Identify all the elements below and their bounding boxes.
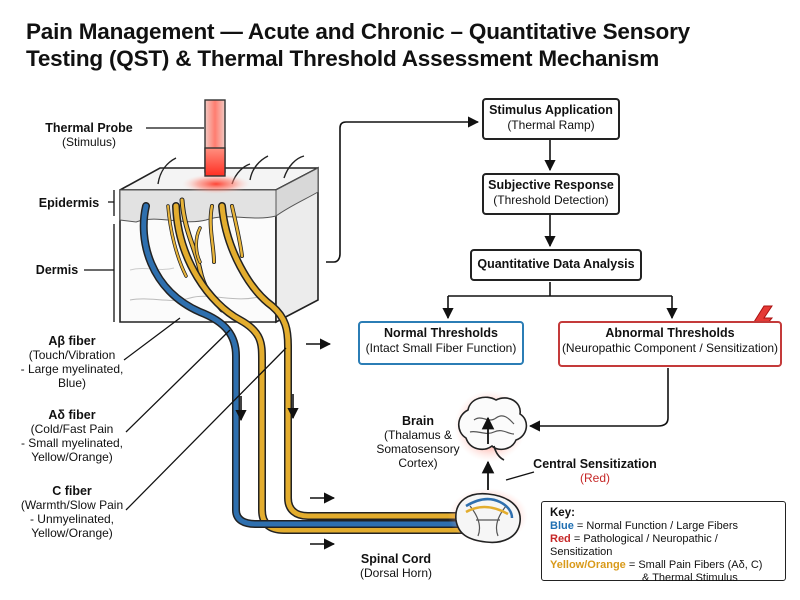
response-sub: (Threshold Detection) [493,193,609,207]
thermal-probe-sub: (Stimulus) [61,135,116,149]
key-yellow-text: = Small Pain Fibers (Aδ, C) [625,559,763,571]
connector-analysis-split [448,282,672,297]
subjective-response-box: Subjective Response (Threshold Detection… [482,173,620,215]
adelta-desc-3: Yellow/Orange) [31,450,113,464]
central-sensitization-label: Central Sensitization (Red) [520,457,670,485]
connector-abnormal-brain [528,368,669,432]
spinal-cord-title: Spinal Cord [360,552,432,566]
adelta-desc-1: (Cold/Fast Pain [30,422,114,436]
c-fiber-label: C fiber (Warmth/Slow Pain - Unmyelinated… [12,484,132,540]
brain-title: Brain [402,414,434,428]
abnormal-thresholds-box: Abnormal Thresholds (Neuropathic Compone… [558,321,782,367]
dermis-title: Dermis [35,263,79,277]
spinal-cord-icon [448,488,528,544]
response-title: Subjective Response [488,178,614,192]
key-yellow-word: Yellow/Orange [550,559,626,571]
thermal-probe-label: Thermal Probe (Stimulus) [24,121,154,149]
key-blue-word: Blue [550,520,574,532]
normal-title: Normal Thresholds [384,326,498,340]
key-blue-row: Blue = Normal Function / Large Fibers [550,520,777,533]
stimulus-title: Stimulus Application [489,103,613,117]
key-yellow-row: Yellow/Orange = Small Pain Fibers (Aδ, C… [550,559,777,572]
analysis-title: Quantitative Data Analysis [477,257,635,271]
c-desc-1: (Warmth/Slow Pain [20,498,124,512]
brain-sub-1: (Thalamus & [383,428,453,442]
thermal-probe-icon [204,99,226,177]
abnormal-sub: (Neuropathic Component / Sensitization) [561,341,779,355]
abeta-desc-1: (Touch/Vibration [28,348,116,362]
c-desc-2: - Unmyelinated, [29,512,115,526]
central-sensitization-title: Central Sensitization [533,457,657,471]
brain-sub-2: Somatosensory Cortex) [376,442,460,470]
key-red-text: = Pathological / Neuropathic / Sensitiza… [550,533,718,558]
abeta-fiber-core [141,203,473,527]
abeta-fiber-name: Aβ fiber [48,334,96,348]
adelta-fiber-name: Aδ fiber [48,408,96,422]
spinal-cord-sub: (Dorsal Horn) [359,566,432,580]
c-desc-3: Yellow/Orange) [31,526,113,540]
epidermis-title: Epidermis [38,196,100,210]
abnormal-title: Abnormal Thresholds [605,326,735,340]
heat-spot [182,174,250,194]
stimulus-sub: (Thermal Ramp) [507,118,595,132]
key-blue-text: = Normal Function / Large Fibers [573,520,738,532]
central-sensitization-sub: (Red) [579,471,610,485]
data-analysis-box: Quantitative Data Analysis [470,249,642,281]
brain-label: Brain (Thalamus & Somatosensory Cortex) [356,414,480,470]
title-line-2: Testing (QST) & Thermal Threshold Assess… [26,46,660,71]
key-red-row: Red = Pathological / Neuropathic / Sensi… [550,533,777,559]
stimulus-application-box: Stimulus Application (Thermal Ramp) [482,98,620,140]
abeta-desc-3: Blue) [57,376,86,390]
key-red-word: Red [550,533,571,545]
abeta-desc-2: - Large myelinated, [20,362,124,376]
adelta-fiber-label: Aδ fiber (Cold/Fast Pain - Small myelina… [12,408,132,464]
epidermis-label: Epidermis [26,196,112,210]
adelta-desc-2: - Small myelinated, [20,436,124,450]
c-fiber-core [219,203,473,519]
dermis-label: Dermis [22,263,92,277]
legend-key: Key: Blue = Normal Function / Large Fibe… [541,501,786,584]
normal-sub: (Intact Small Fiber Function) [365,341,517,355]
c-fiber-name: C fiber [52,484,92,498]
key-yellow-text-2: & Thermal Stimulus [642,572,738,584]
normal-thresholds-box: Normal Thresholds (Intact Small Fiber Fu… [358,321,524,365]
page-title: Pain Management — Acute and Chronic – Qu… [26,18,786,72]
abeta-fiber-label: Aβ fiber (Touch/Vibration - Large myelin… [16,334,128,390]
key-title: Key: [550,507,575,519]
title-line-1: Pain Management — Acute and Chronic – Qu… [26,19,690,44]
leader-lines [84,127,535,511]
thermal-probe-title: Thermal Probe [45,121,133,135]
spinal-cord-label: Spinal Cord (Dorsal Horn) [346,552,446,580]
connector-skin-stimulus [326,116,480,263]
